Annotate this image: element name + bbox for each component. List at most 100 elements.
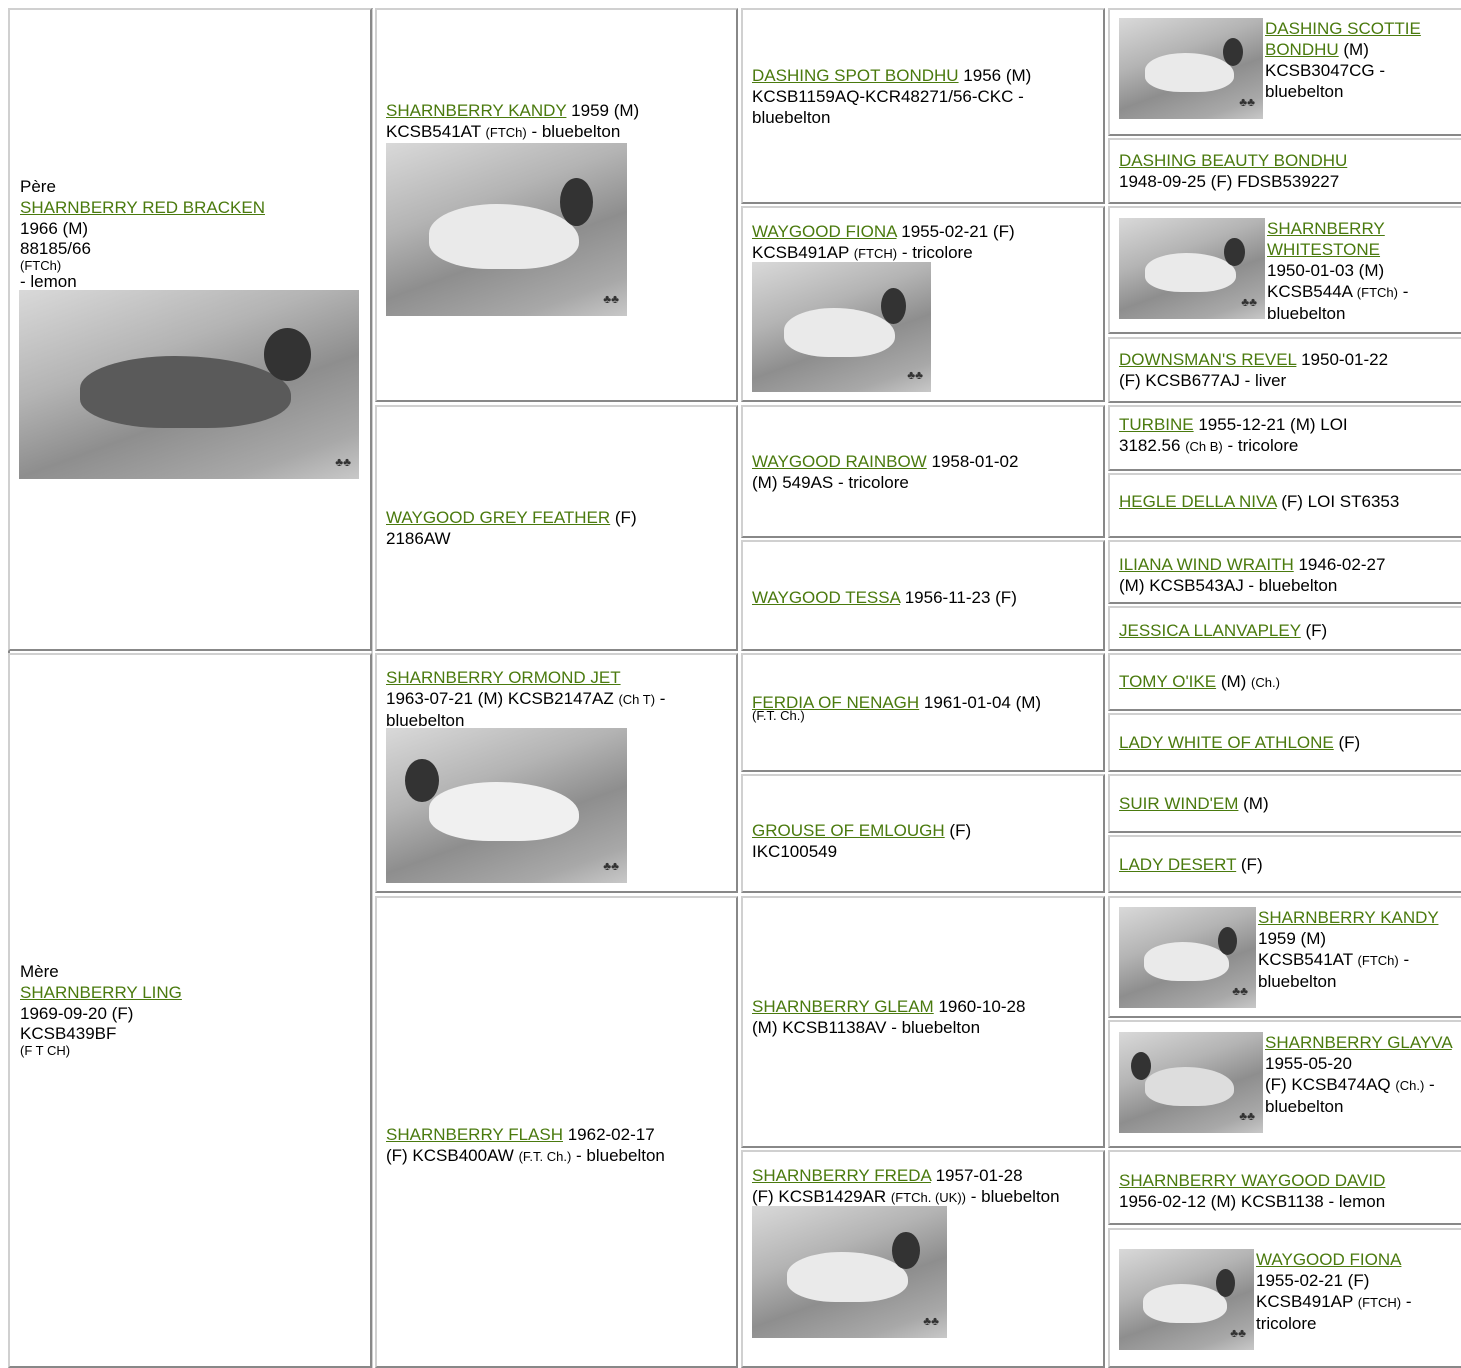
g4-title: (FTCH): [1357, 1295, 1402, 1310]
g2-title: (FTCh): [485, 125, 527, 140]
dam-cell: Mère SHARNBERRY LING 1969-09-20 (F) KCSB…: [8, 653, 372, 1368]
g4-info: 1950-01-22: [1296, 350, 1389, 369]
g2-color: - bluebelton: [526, 122, 621, 141]
g3-info: 1956-11-23 (F): [900, 587, 1017, 607]
g4-photo: ♣♣: [1119, 907, 1256, 1008]
g3-info: (F): [944, 820, 972, 840]
g4-name-link[interactable]: WAYGOOD FIONA: [1256, 1250, 1402, 1269]
g4-info: (M): [1216, 672, 1247, 691]
g4-info: 1946-02-27: [1293, 555, 1386, 574]
g4-title: (FTCh): [1356, 285, 1398, 300]
g3-reg: KCSB1159AQ-KCR48271/56-CKC -: [752, 86, 1024, 106]
g3-reg: (F) KCSB1429AR: [752, 1187, 887, 1206]
g4-cell-11: SUIR WIND'EM (M): [1108, 774, 1461, 833]
g4-details: 1948-09-25 (F) FDSB539227: [1119, 172, 1340, 191]
g3-name-link[interactable]: FERDIA OF NENAGH: [752, 692, 920, 712]
g4-name-link[interactable]: TURBINE: [1119, 414, 1194, 434]
g3-info: 1956 (M): [958, 65, 1032, 85]
g4-color: - tricolore: [1256, 1292, 1412, 1333]
g3-name-link[interactable]: WAYGOOD TESSA: [752, 587, 900, 607]
watermark-icon: ♣♣: [1239, 1109, 1255, 1123]
g4-name-link[interactable]: TOMY O'IKE: [1119, 672, 1217, 691]
sire-color: - lemon: [20, 272, 77, 291]
g3-name-link[interactable]: SHARNBERRY GLEAM: [752, 997, 934, 1016]
g3-name-link[interactable]: DASHING SPOT BONDHU: [752, 65, 959, 85]
dam-title: (F T CH): [20, 1043, 71, 1058]
dam-date: 1969-09-20 (F): [20, 1004, 134, 1023]
sire-photo: ♣♣: [19, 290, 359, 479]
sire-title: (FTCh): [20, 258, 62, 273]
g4-cell-1: ♣♣ DASHING SCOTTIE BONDHU (M) KCSB3047CG…: [1108, 8, 1461, 136]
sire-role: Père: [20, 177, 56, 196]
g4-cell-3: ♣♣ SHARNBERRY WHITESTONE 1950-01-03 (M) …: [1108, 206, 1461, 334]
g4-details: 1955-02-21 (F) KCSB491AP: [1256, 1271, 1370, 1311]
g4-info: (F): [1333, 733, 1361, 752]
g2-reg: 2186AW: [386, 529, 451, 548]
g4-info: (M): [1338, 40, 1369, 59]
g4-title: (Ch B): [1185, 438, 1223, 454]
g4-details: (F) KCSB474AQ: [1265, 1075, 1391, 1094]
g3-name-link[interactable]: WAYGOOD RAINBOW: [752, 451, 927, 471]
g4-name-link[interactable]: DOWNSMAN'S REVEL: [1119, 350, 1297, 369]
g4-name-link[interactable]: LADY WHITE OF ATHLONE: [1119, 733, 1334, 752]
g4-name-link[interactable]: HEGLE DELLA NIVA: [1119, 492, 1277, 511]
g3-cell-7: SHARNBERRY GLEAM 1960-10-28 (M) KCSB1138…: [741, 896, 1105, 1148]
g4-info: (M): [1238, 794, 1269, 813]
g4-name-link[interactable]: SHARNBERRY GLAYVA: [1265, 1033, 1452, 1052]
sire-cell: Père SHARNBERRY RED BRACKEN 1966 (M) 881…: [8, 8, 372, 651]
g2-photo: ♣♣: [386, 143, 627, 316]
g4-title: (FTCh): [1357, 953, 1399, 968]
g3-color: - bluebelton: [966, 1187, 1060, 1206]
g2-name-link[interactable]: WAYGOOD GREY FEATHER: [386, 508, 611, 527]
g3-info: 1960-10-28: [933, 997, 1026, 1016]
g2-photo: ♣♣: [386, 728, 627, 883]
g3-name-link[interactable]: WAYGOOD FIONA: [752, 222, 897, 241]
g2-cell-2: WAYGOOD GREY FEATHER (F) 2186AW: [375, 405, 738, 651]
g4-photo: ♣♣: [1119, 218, 1265, 319]
g4-details: (M) KCSB543AJ - bluebelton: [1119, 576, 1338, 595]
g2-name-link[interactable]: SHARNBERRY KANDY: [386, 101, 567, 120]
g3-name-link[interactable]: GROUSE OF EMLOUGH: [752, 820, 945, 840]
g4-color: - bluebelton: [1267, 282, 1409, 323]
watermark-icon: ♣♣: [1239, 95, 1255, 109]
g4-name-link[interactable]: SHARNBERRY KANDY: [1258, 908, 1439, 927]
g4-info: (F): [1236, 854, 1263, 874]
g2-reg: KCSB541AT: [386, 122, 481, 141]
g3-cell-1: DASHING SPOT BONDHU 1956 (M) KCSB1159AQ-…: [741, 8, 1105, 204]
dam-name-link[interactable]: SHARNBERRY LING: [20, 983, 182, 1002]
g3-cell-4: WAYGOOD TESSA 1956-11-23 (F): [741, 540, 1105, 651]
g4-name-link[interactable]: SUIR WIND'EM: [1119, 794, 1239, 813]
g4-info: (F) LOI ST6353: [1276, 492, 1400, 511]
g4-name-link[interactable]: LADY DESERT: [1119, 854, 1237, 874]
g4-color: - bluebelton: [1265, 1075, 1435, 1116]
g3-name-link[interactable]: SHARNBERRY FREDA: [752, 1166, 931, 1185]
g4-name-link[interactable]: DASHING SCOTTIE BONDHU: [1265, 19, 1421, 59]
watermark-icon: ♣♣: [907, 368, 923, 382]
g2-cell-1: SHARNBERRY KANDY 1959 (M) KCSB541AT (FTC…: [375, 8, 738, 402]
g2-name-link[interactable]: SHARNBERRY ORMOND JET: [386, 668, 621, 687]
g2-color: - bluebelton: [386, 689, 666, 730]
g3-info: 1958-01-02: [926, 451, 1019, 471]
g4-cell-12: LADY DESERT (F): [1108, 835, 1461, 893]
g3-reg: (M) 549AS - tricolore: [752, 472, 909, 492]
g2-name-link[interactable]: SHARNBERRY FLASH: [386, 1124, 563, 1144]
g4-name-link[interactable]: SHARNBERRY WHITESTONE: [1267, 219, 1385, 259]
watermark-icon: ♣♣: [335, 455, 351, 469]
g3-title: (F.T. Ch.): [752, 707, 805, 723]
g3-cell-6: GROUSE OF EMLOUGH (F) IKC100549: [741, 774, 1105, 893]
g3-reg: (M) KCSB1138AV - bluebelton: [752, 1018, 981, 1037]
g4-name-link[interactable]: ILIANA WIND WRAITH: [1119, 555, 1294, 574]
g4-cell-6: HEGLE DELLA NIVA (F) LOI ST6353: [1108, 473, 1461, 538]
g4-name-link[interactable]: JESSICA LLANVAPLEY: [1119, 621, 1301, 640]
g4-name-link[interactable]: SHARNBERRY WAYGOOD DAVID: [1119, 1170, 1386, 1190]
sire-name-link[interactable]: SHARNBERRY RED BRACKEN: [20, 198, 265, 217]
g2-cell-4: SHARNBERRY FLASH 1962-02-17 (F) KCSB400A…: [375, 896, 738, 1368]
watermark-icon: ♣♣: [923, 1314, 939, 1328]
g3-info: 1957-01-28: [930, 1166, 1023, 1185]
g4-details: KCSB3047CG - bluebelton: [1265, 61, 1385, 101]
g4-info: 1959 (M): [1258, 929, 1327, 948]
g4-name-link[interactable]: DASHING BEAUTY BONDHU: [1119, 151, 1348, 170]
g3-title: (FTCh. (UK)): [890, 1190, 967, 1205]
